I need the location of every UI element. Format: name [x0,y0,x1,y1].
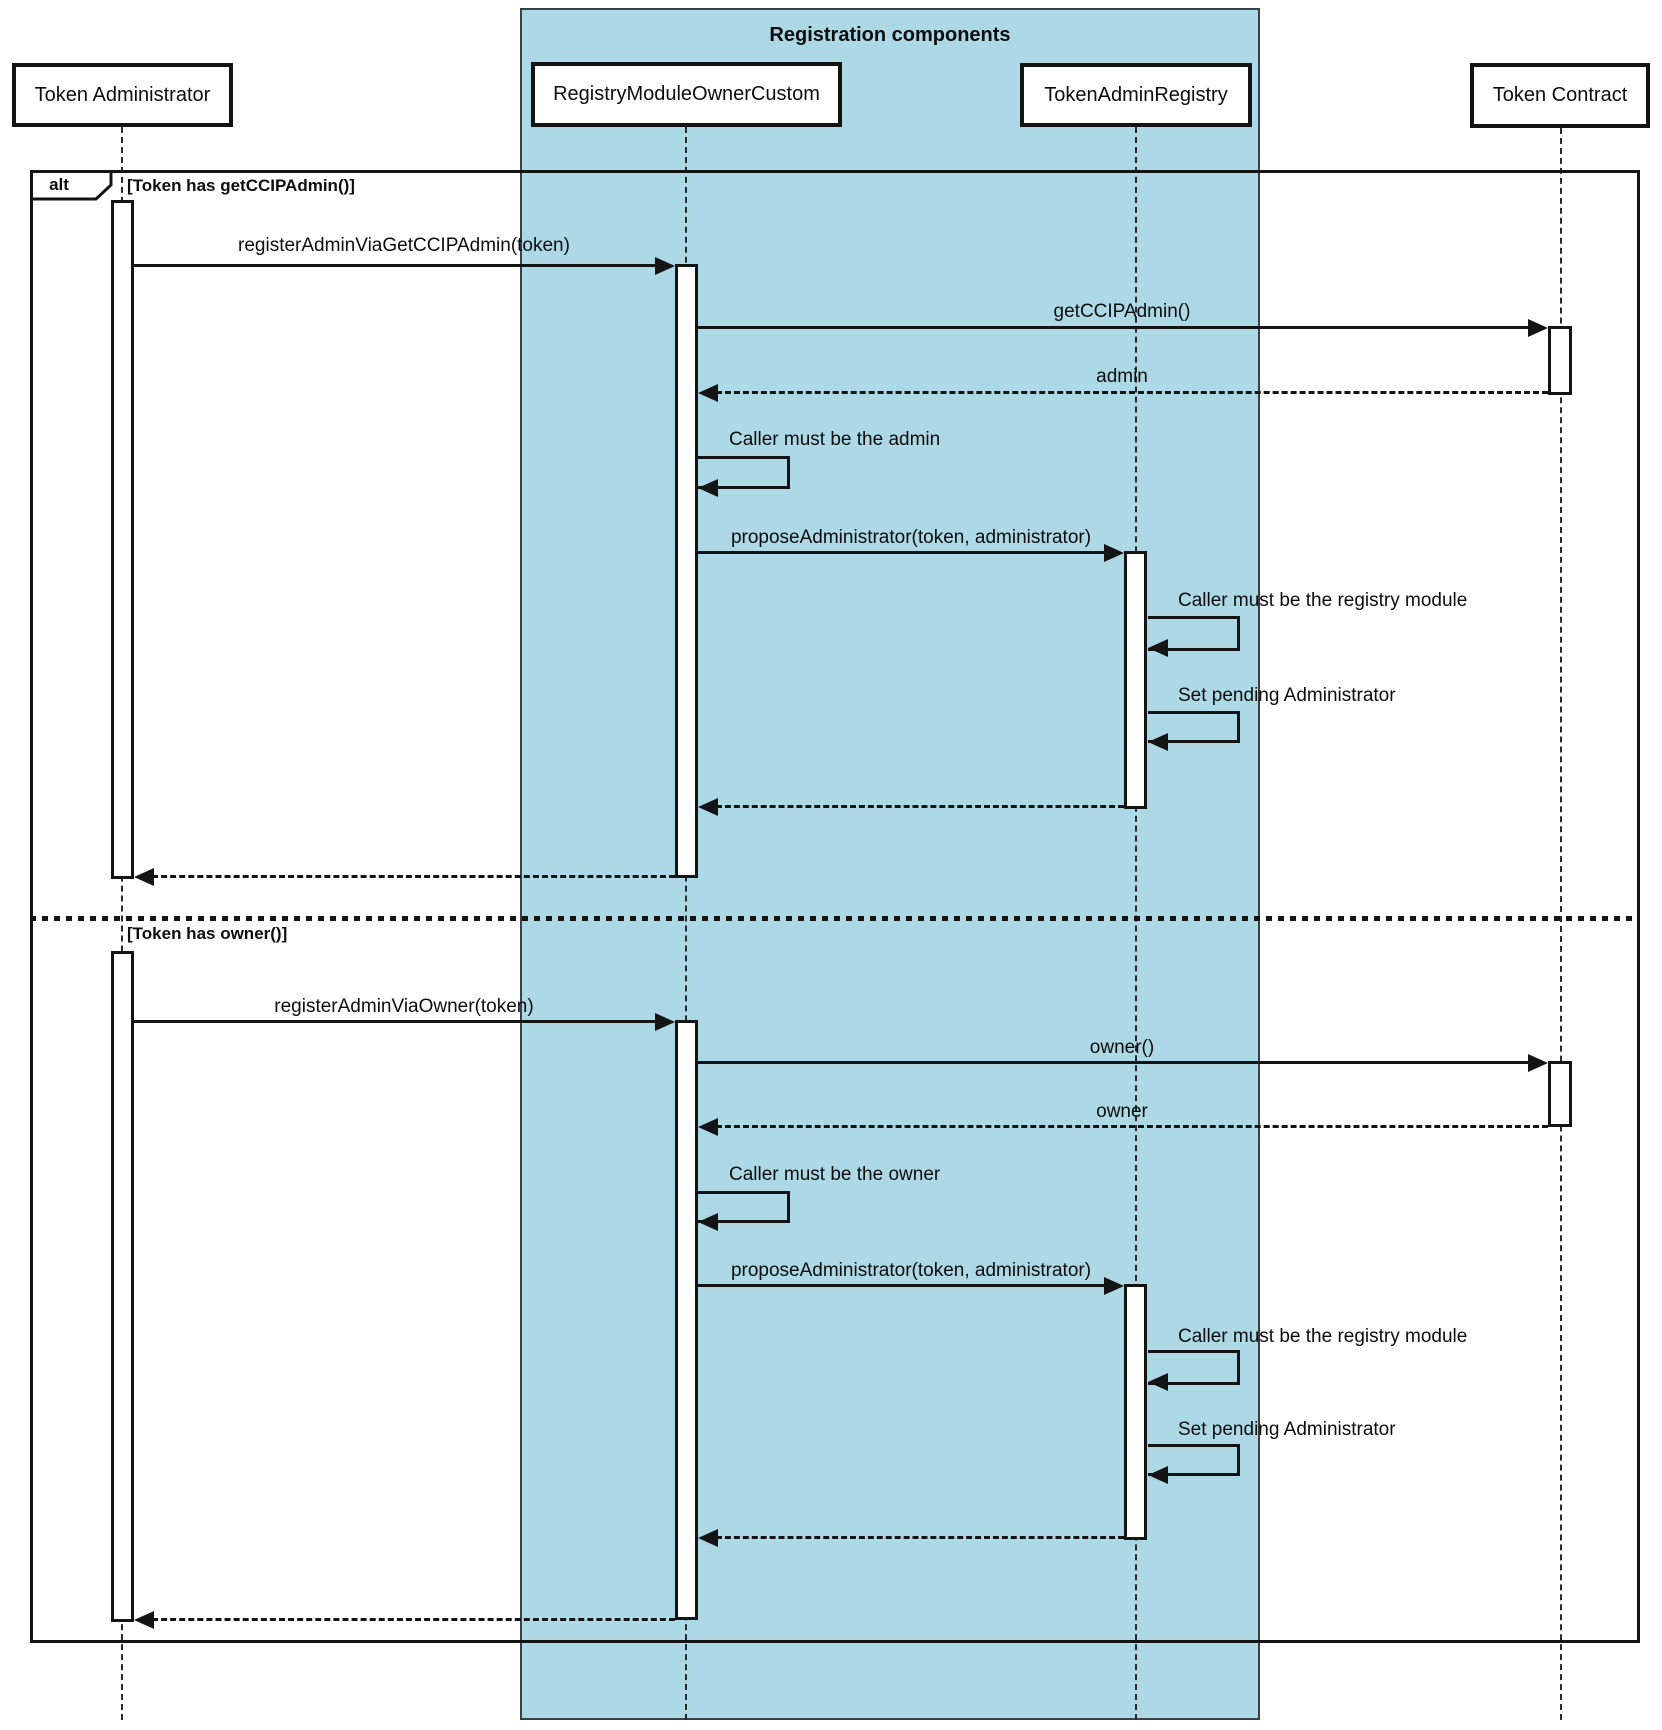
arrowhead-icon [134,868,154,886]
self-message-label: Caller must be the owner [729,1164,941,1185]
participant-label: Token Administrator [34,83,211,106]
arrowhead-icon [1148,1373,1168,1391]
return-line [716,1125,1548,1128]
message-line [698,1284,1106,1287]
arrowhead-icon [1148,733,1168,751]
alt-operator-label: alt [49,175,69,194]
self-message-label: Caller must be the registry module [1178,590,1468,611]
lifeline-token-administrator [121,127,123,1720]
message-label: owner [1096,1101,1148,1122]
message-line [698,326,1530,329]
arrowhead-icon [698,479,718,497]
participant-box-token-admin-registry: TokenAdminRegistry [1020,63,1252,127]
activation-registry-module-owner-custom [675,264,698,878]
message-line [698,1061,1530,1064]
alt-operator-pentagon [30,170,113,201]
arrowhead-icon [655,257,675,275]
message-label: proposeAdministrator(token, administrato… [730,527,1092,548]
participant-box-registry-module-owner-custom: RegistryModuleOwnerCustom [531,62,842,127]
arrowhead-icon [1148,639,1168,657]
self-message-loop [1148,616,1240,651]
group-title: Registration components [769,24,1011,46]
return-line [716,1536,1124,1539]
arrowhead-icon [1104,544,1124,562]
lifeline-token-contract [1560,128,1562,1720]
condition-token-has-owner: [Token has owner()] [127,924,288,943]
arrowhead-icon [698,384,718,402]
activation-registry-module-owner-custom [675,1020,698,1620]
message-line [133,264,656,267]
alt-divider [30,916,1640,921]
message-line [133,1020,656,1023]
message-label: owner() [1089,1037,1155,1058]
arrowhead-icon [655,1013,675,1031]
return-line [716,805,1124,808]
message-label: registerAdminViaOwner(token) [274,996,534,1017]
self-message-label: Caller must be the registry module [1178,1326,1468,1347]
self-message-loop [1148,711,1240,743]
activation-token-administrator [111,951,134,1622]
return-line [152,1618,675,1621]
message-label: registerAdminViaGetCCIPAdmin(token) [238,235,570,256]
self-message-loop [1148,1444,1240,1476]
participant-label: Token Contract [1492,84,1628,106]
arrowhead-icon [698,1529,718,1547]
arrowhead-icon [698,1118,718,1136]
lifeline-registry-module-owner-custom [685,127,687,1720]
self-message-label: Set pending Administrator [1178,1419,1396,1440]
activation-token-contract [1548,326,1572,395]
arrowhead-icon [1104,1277,1124,1295]
activation-token-admin-registry [1124,1284,1147,1540]
lifeline-token-admin-registry [1135,127,1137,1720]
arrowhead-icon [1148,1466,1168,1484]
self-message-label: Caller must be the admin [729,429,941,450]
participant-label: TokenAdminRegistry [1044,83,1228,106]
activation-token-contract [1548,1061,1572,1127]
condition-token-has-getccipadmin: [Token has getCCIPAdmin()] [127,176,355,195]
self-message-loop [698,1191,790,1223]
participant-box-token-contract: Token Contract [1470,63,1650,128]
return-line [716,391,1548,394]
participant-box-token-administrator: Token Administrator [12,63,233,127]
arrowhead-icon [698,798,718,816]
arrowhead-icon [698,1213,718,1231]
arrowhead-icon [134,1611,154,1629]
arrowhead-icon [1528,1054,1548,1072]
self-message-loop [1148,1350,1240,1385]
message-label: proposeAdministrator(token, administrato… [730,1260,1092,1281]
arrowhead-icon [1528,319,1548,337]
activation-token-administrator [111,200,134,879]
self-message-label: Set pending Administrator [1178,685,1396,706]
self-message-loop [698,456,790,489]
message-label: admin [1096,366,1148,387]
return-line [152,875,675,878]
activation-token-admin-registry [1124,551,1147,809]
participant-label: RegistryModuleOwnerCustom [553,83,820,105]
message-label: getCCIPAdmin() [1053,301,1191,322]
message-line [698,551,1106,554]
alt-frame [30,170,1640,1643]
